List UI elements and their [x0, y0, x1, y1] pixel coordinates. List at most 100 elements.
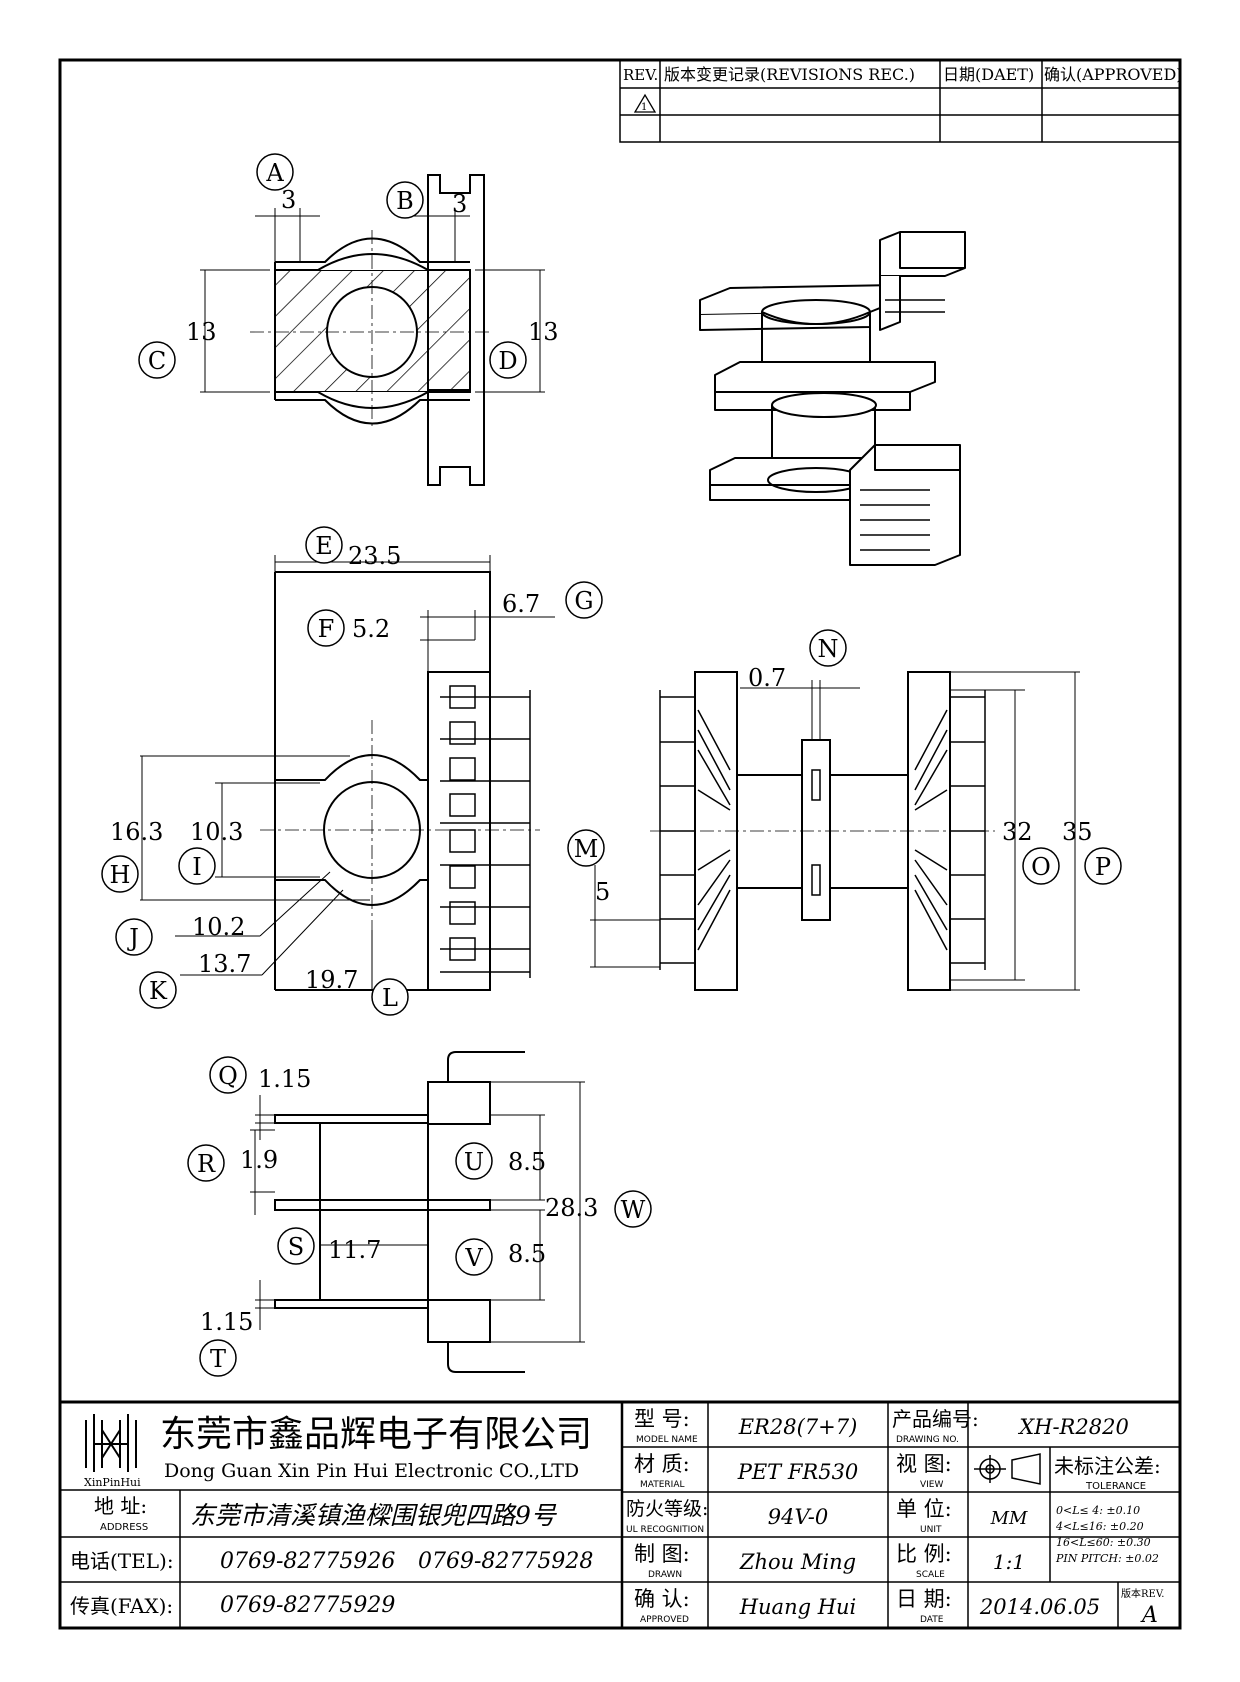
drawn-label: 制 图:: [634, 1542, 690, 1566]
side-view-pins: [440, 685, 531, 978]
callout-h: H: [110, 861, 131, 889]
top-view: [274, 174, 485, 486]
company-name-cn: 东莞市鑫品辉电子有限公司: [160, 1414, 592, 1455]
front-view-dimensions: [590, 671, 1080, 991]
dim-u-value: 8.5: [508, 1148, 546, 1176]
bottom-view-dimensions: [250, 1081, 585, 1343]
approved-label: 确 认:: [634, 1587, 690, 1611]
dim-c-value: 13: [186, 318, 217, 346]
view-label: 视 图:: [896, 1452, 952, 1476]
rev-value: A: [1140, 1603, 1158, 1628]
callout-s: S: [288, 1233, 304, 1261]
view-label-en: VIEW: [920, 1480, 943, 1490]
front-view-ribs: [697, 709, 948, 951]
rev-label: 版本REV.: [1121, 1587, 1164, 1600]
model-label-en: MODEL NAME: [636, 1435, 698, 1445]
date-header: 日期(DAET): [943, 65, 1034, 84]
dim-e-value: 23.5: [348, 542, 401, 570]
drawn-value: Zhou Ming: [739, 1550, 856, 1574]
fire-label-en: UL RECOGNITION: [626, 1525, 704, 1535]
callout-k: K: [149, 977, 168, 1005]
unit-label-en: UNIT: [920, 1525, 942, 1535]
callout-f: F: [318, 615, 335, 643]
dim-g-value: 6.7: [502, 590, 540, 618]
material-value: PET FR530: [737, 1460, 859, 1484]
dim-n-value: 0.7: [748, 664, 786, 692]
dim-s-value: 11.7: [328, 1236, 381, 1264]
dim-b-value: 3: [452, 190, 467, 218]
side-view-dimensions: [140, 555, 555, 991]
callout-g: G: [574, 587, 593, 615]
tolerance-row-3: 16<L≤60: ±0.30: [1056, 1536, 1151, 1549]
drawn-label-en: DRAWN: [648, 1570, 682, 1580]
drawing-no-label: 产品编号:: [892, 1407, 979, 1431]
fax-label: 传真(FAX):: [70, 1594, 173, 1618]
callout-q: Q: [218, 1062, 238, 1090]
dim-q-value: 1.15: [258, 1065, 311, 1093]
date-value: 2014.06.05: [979, 1595, 1100, 1619]
dim-w-value: 28.3: [545, 1194, 598, 1222]
dim-h-value: 16.3: [110, 818, 163, 846]
company-name-en: Dong Guan Xin Pin Hui Electronic CO.,LTD: [164, 1460, 579, 1482]
isometric-view: [699, 231, 966, 566]
dim-i-value: 10.3: [190, 818, 243, 846]
dim-r-value: 1.9: [240, 1146, 278, 1174]
logo-text: XinPinHui: [84, 1476, 141, 1489]
dim-o-value: 32: [1002, 818, 1033, 846]
rev-header: REV.: [623, 66, 658, 84]
fax-value: 0769-82775929: [220, 1593, 395, 1618]
dim-a-value: 3: [281, 186, 296, 214]
dim-k-value: 13.7: [198, 950, 251, 978]
company-logo: [85, 1414, 137, 1472]
dim-m-value: 5: [595, 878, 610, 906]
side-view-centerlines: [260, 720, 540, 935]
dim-l-value: 19.7: [305, 966, 358, 994]
scale-value: 1:1: [993, 1550, 1025, 1574]
dim-t-value: 1.15: [200, 1308, 253, 1336]
callout-c: C: [148, 347, 166, 375]
callout-o: O: [1031, 853, 1051, 881]
fire-label: 防火等级:: [626, 1498, 708, 1520]
dim-f-value: 5.2: [352, 615, 390, 643]
dim-v-value: 8.5: [508, 1240, 546, 1268]
unit-label: 单 位:: [896, 1497, 952, 1521]
top-view-dimensions: [200, 208, 545, 393]
scale-label-en: SCALE: [916, 1570, 945, 1580]
tolerance-label: 未标注公差:: [1054, 1454, 1161, 1478]
tolerance-row-2: 4<L≤16: ±0.20: [1055, 1520, 1144, 1533]
callout-b: B: [396, 187, 414, 215]
callout-r: R: [197, 1150, 216, 1178]
callout-n: N: [818, 635, 839, 663]
callout-i: I: [192, 853, 201, 881]
tel-label: 电话(TEL):: [70, 1549, 174, 1573]
rev-mark: 1: [641, 102, 647, 113]
date-label-en: DATE: [920, 1615, 944, 1625]
approved-value: Huang Hui: [739, 1595, 857, 1619]
callout-a: A: [265, 159, 284, 187]
callout-letters: A B C D E F G H I J K L M N O P Q R S T …: [110, 159, 1112, 1373]
callout-circles: [101, 153, 1122, 1377]
approved-label-en: APPROVED: [640, 1615, 689, 1625]
approved-header: 确认(APPROVED): [1044, 65, 1183, 84]
title-block-grid: [60, 1400, 1180, 1628]
revision-table: [619, 59, 1181, 143]
address-value: 东莞市清溪镇渔樑围银兜四路9号: [190, 1501, 558, 1530]
material-label: 材 质:: [634, 1452, 690, 1476]
tel-value-2: 0769-82775928: [418, 1549, 593, 1574]
callout-m: M: [574, 835, 599, 863]
tolerance-row-4: PIN PITCH: ±0.02: [1055, 1552, 1159, 1565]
drawing-no-label-en: DRAWING NO.: [896, 1435, 959, 1445]
callout-e: E: [315, 532, 333, 560]
tolerance-row-1: 0<L≤ 4: ±0.10: [1056, 1504, 1140, 1517]
fire-value: 94V-0: [768, 1505, 828, 1529]
unit-value: MM: [990, 1508, 1028, 1529]
drawing-no-value: XH-R2820: [1017, 1415, 1129, 1439]
model-label: 型 号:: [634, 1407, 690, 1431]
model-value: ER28(7+7): [738, 1415, 858, 1439]
tel-value-1: 0769-82775926: [220, 1549, 395, 1574]
address-label-en: ADDRESS: [100, 1522, 148, 1533]
callout-p: P: [1095, 853, 1111, 881]
dim-p-value: 35: [1062, 818, 1093, 846]
date-label: 日 期:: [896, 1587, 952, 1611]
